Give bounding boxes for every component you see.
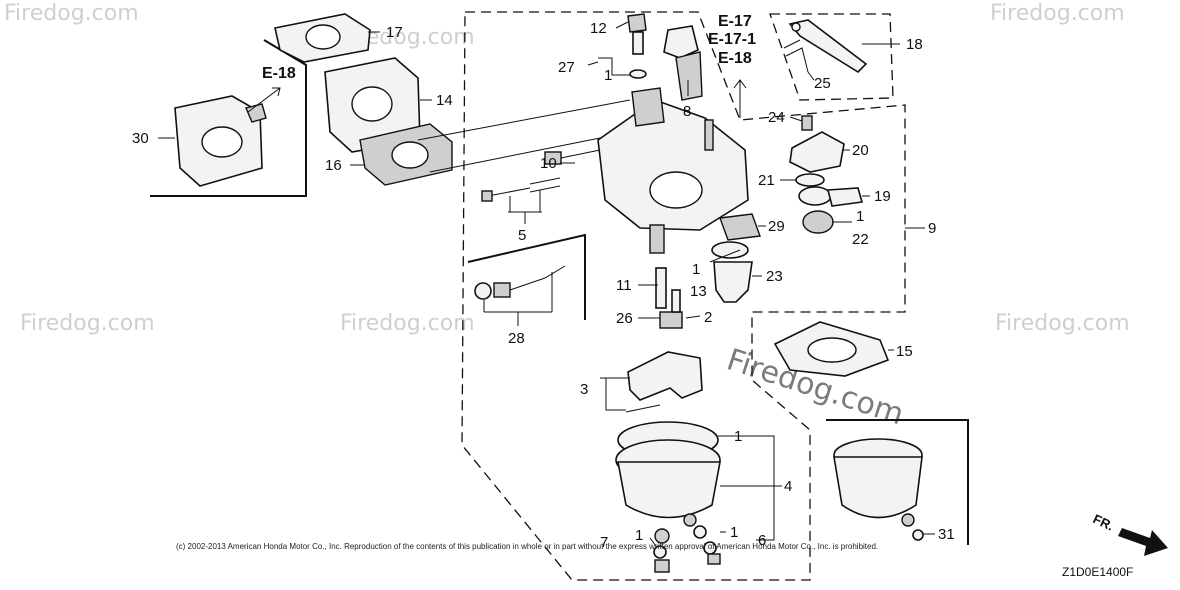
callout-1-bowl: 1 <box>734 428 742 445</box>
leader-lines <box>158 21 935 547</box>
callout-labels: 17 14 16 30 12 27 1 8 10 5 28 11 1 13 26… <box>132 20 955 551</box>
copyright-text: (c) 2002-2013 American Honda Motor Co., … <box>176 542 878 551</box>
gasket-16 <box>359 123 453 186</box>
diagram-code: Z1D0E1400F <box>1062 565 1133 579</box>
diaphragm-22 <box>802 210 834 234</box>
callout-18: 18 <box>906 36 923 53</box>
float-chamber-31 <box>833 438 924 541</box>
front-arrow-icon <box>1118 528 1168 556</box>
gasket-15 <box>773 321 890 377</box>
main-jet-11 <box>655 267 667 309</box>
callout-17: 17 <box>386 24 403 41</box>
float-chamber-group-border <box>826 419 969 545</box>
seal-21 <box>795 173 825 187</box>
callout-16: 16 <box>325 157 342 174</box>
valve-19 <box>798 186 864 207</box>
callout-4: 4 <box>784 478 792 495</box>
callout-20: 20 <box>852 142 869 159</box>
gasket-17 <box>274 13 371 63</box>
callout-31: 31 <box>938 526 955 543</box>
callout-6: 6 <box>758 532 766 549</box>
callout-24: 24 <box>768 109 785 126</box>
pilot-screw-group-border <box>467 233 586 320</box>
callout-1-upper: 1 <box>604 67 612 84</box>
screw-24 <box>801 115 813 131</box>
callout-23: 23 <box>766 268 783 285</box>
carburetor-body <box>597 87 749 254</box>
watermark-text: Firedog.com <box>995 311 1130 336</box>
callout-19: 19 <box>874 188 891 205</box>
callout-28: 28 <box>508 330 525 347</box>
callout-2: 2 <box>704 309 712 326</box>
callout-10: 10 <box>540 155 557 172</box>
pilot-screw-28 <box>474 265 566 300</box>
callout-22: 22 <box>852 231 869 248</box>
reference-e18-left: E-18 <box>262 65 296 82</box>
bracket-8 <box>663 25 699 59</box>
float-3 <box>625 351 703 413</box>
callout-29: 29 <box>768 218 785 235</box>
callout-1-mid: 1 <box>692 261 700 278</box>
callout-26: 26 <box>616 310 633 327</box>
callout-9: 9 <box>928 220 936 237</box>
float-29 <box>719 213 761 241</box>
insulator-14 <box>324 57 421 153</box>
washer-27 <box>629 69 647 79</box>
valve-12 <box>627 13 647 55</box>
reference-e18-top: E-18 <box>718 50 752 67</box>
reference-labels: E-18 E-17 E-17-1 E-18 <box>262 13 756 82</box>
watermark-text: Firedog.com <box>20 311 155 336</box>
reference-e17: E-17 <box>718 13 752 30</box>
choke-lever-18 <box>788 19 868 74</box>
callout-7: 7 <box>600 534 608 551</box>
watermark-text: Firedog.com <box>990 1 1125 26</box>
callout-5: 5 <box>518 227 526 244</box>
callout-1-drain: 1 <box>730 524 738 541</box>
float-valve-23 <box>713 261 753 303</box>
screw-10 <box>544 149 601 165</box>
spring-25 <box>783 39 809 73</box>
watermark-text: Firedog.com <box>340 311 475 336</box>
lever-8 <box>675 51 703 101</box>
throttle-stop-screw-5 <box>481 177 561 202</box>
callout-15: 15 <box>896 343 913 360</box>
callout-1-right: 1 <box>856 208 864 225</box>
callout-12: 12 <box>590 20 607 37</box>
callout-21: 21 <box>758 172 775 189</box>
front-direction-indicator: FR. <box>1091 511 1168 556</box>
front-direction-label: FR. <box>1091 511 1116 533</box>
callout-13: 13 <box>690 283 707 300</box>
callout-8: 8 <box>683 103 691 120</box>
callout-14: 14 <box>436 92 453 109</box>
drain-screw-6 <box>693 525 721 565</box>
callout-11: 11 <box>616 277 632 294</box>
callout-1-bolt: 1 <box>635 527 643 544</box>
watermark-text: Firedog.com <box>4 1 139 26</box>
callout-27: 27 <box>558 59 575 76</box>
callout-3: 3 <box>580 381 588 398</box>
insulator-30 <box>174 95 267 187</box>
carburetor-assembly-frame <box>461 11 906 581</box>
bolt-7 <box>653 545 670 573</box>
o-ring-13 <box>711 241 749 259</box>
callout-30: 30 <box>132 130 149 147</box>
float-chamber-4 <box>615 421 721 544</box>
cover-20 <box>789 131 845 173</box>
choke-lever-frame <box>769 13 894 101</box>
nozzle-26 <box>659 289 683 329</box>
callout-25: 25 <box>814 75 831 92</box>
reference-e17-1: E-17-1 <box>708 31 756 48</box>
